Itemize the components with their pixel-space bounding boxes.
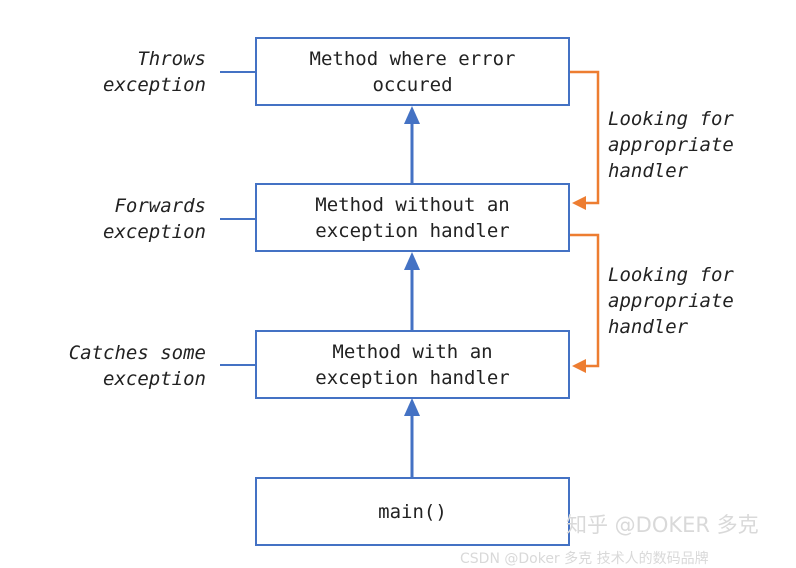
label-forwards-exception: Forwards exception (103, 193, 206, 245)
label-line: exception (103, 221, 206, 243)
label-looking-for-handler-1: Looking for appropriate handler (608, 106, 734, 184)
watermark-csdn: CSDN @Doker 多克 技术人的数码品牌 (460, 551, 709, 567)
box-line: Method with an (332, 340, 493, 363)
box-line: main() (378, 500, 447, 523)
label-line: exception (103, 368, 206, 390)
label-catches-some-exception: Catches some exception (69, 340, 206, 392)
box-line: occured (372, 73, 453, 96)
label-line: Catches some (68, 342, 206, 364)
box-main: main() (255, 477, 570, 546)
label-throws-exception: Throws exception (103, 46, 206, 98)
label-looking-for-handler-2: Looking for appropriate handler (608, 262, 734, 340)
label-line: appropriate (608, 134, 734, 156)
label-line: Looking for (608, 108, 734, 130)
label-line: appropriate (608, 290, 734, 312)
up-arrow-1 (404, 106, 420, 183)
watermark-zhihu: 知乎 @DOKER 多克 (566, 513, 759, 537)
label-line: handler (608, 316, 689, 338)
box-line: exception handler (315, 366, 510, 389)
box-method-without-handler: Method without an exception handler (255, 183, 570, 252)
label-line: Throws (137, 48, 206, 70)
label-line: handler (608, 160, 689, 182)
up-arrow-2 (404, 252, 420, 330)
label-line: exception (103, 74, 206, 96)
label-line: Forwards (114, 195, 206, 217)
box-line: Method without an (315, 193, 510, 216)
search-arrow-2 (570, 233, 600, 373)
label-line: Looking for (608, 264, 734, 286)
box-line: exception handler (315, 219, 510, 242)
box-line: Method where error (309, 47, 516, 70)
box-method-where-error-occured: Method where error occured (255, 37, 570, 106)
up-arrow-3 (404, 398, 420, 477)
search-arrow-1 (570, 70, 600, 210)
box-method-with-handler: Method with an exception handler (255, 330, 570, 399)
